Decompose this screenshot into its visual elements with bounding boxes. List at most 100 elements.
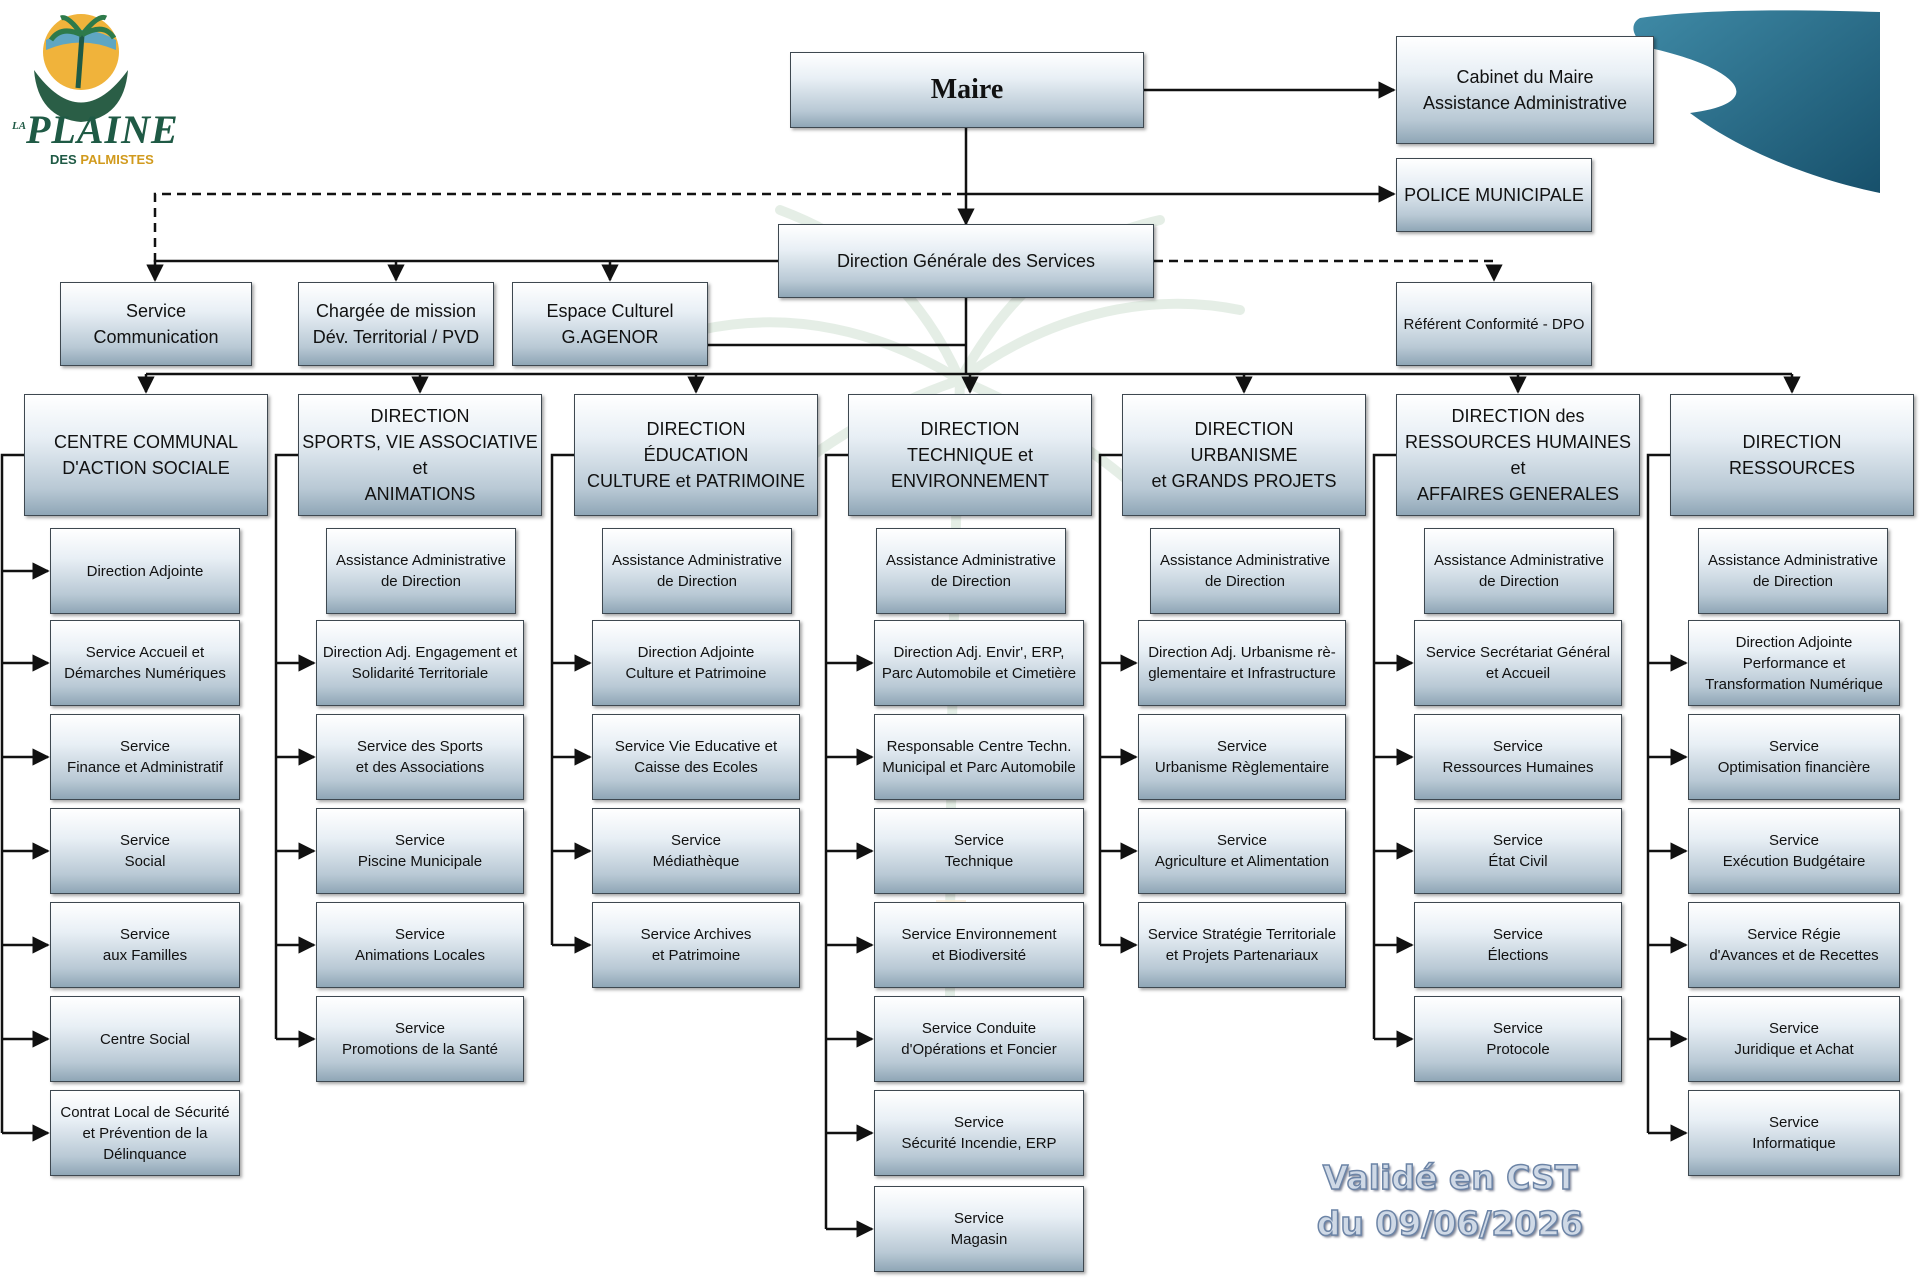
service-box-7-5[interactable]: Service Régie d'Avances et de Recettes (1688, 902, 1900, 988)
connector-line-46 (1098, 453, 1122, 945)
service-box-3-4[interactable]: Service Médiathèque (592, 808, 800, 894)
service-box-4-8[interactable]: Service Magasin (874, 1186, 1084, 1272)
connector-line-8 (1154, 259, 1503, 282)
service-box-1-7-label: Contrat Local de Sécurité et Prévention … (60, 1103, 230, 1163)
service-box-1-3[interactable]: Service Finance et Administratif (50, 714, 240, 800)
service-box-2-1[interactable]: Assistance Administrative de Direction (326, 528, 516, 614)
service-box-6-6[interactable]: Service Protocole (1414, 996, 1622, 1082)
service-box-7-6[interactable]: Service Juridique et Achat (1688, 996, 1900, 1082)
service-box-6-3[interactable]: Service Ressources Humaines (1414, 714, 1622, 800)
direction-header-6[interactable]: DIRECTION des RESSOURCES HUMAINES et AFF… (1396, 394, 1640, 516)
service-box-1-7[interactable]: Contrat Local de Sécurité et Prévention … (50, 1090, 240, 1176)
validation-line-1: Validé en CST (1322, 1157, 1578, 1198)
service-box-4-1[interactable]: Assistance Administrative de Direction (876, 528, 1066, 614)
maire-box[interactable]: Maire (790, 52, 1144, 128)
dgs-box[interactable]: Direction Générale des Services (778, 224, 1154, 298)
espace-culturel-label: Espace Culturel G.AGENOR (546, 301, 674, 347)
service-box-5-3[interactable]: Service Urbanisme Règlementaire (1138, 714, 1346, 800)
service-box-4-7[interactable]: Service Sécurité Incendie, ERP (874, 1090, 1084, 1176)
logo-emblem (34, 14, 128, 122)
service-box-7-5-label: Service Régie d'Avances et de Recettes (1709, 926, 1879, 964)
direction-header-3[interactable]: DIRECTION ÉDUCATION CULTURE et PATRIMOIN… (574, 394, 818, 516)
service-box-5-1-label: Assistance Administrative de Direction (1159, 552, 1331, 590)
service-box-1-4[interactable]: Service Social (50, 808, 240, 894)
service-box-2-1-label: Assistance Administrative de Direction (335, 552, 507, 590)
service-box-1-3-label: Service Finance et Administratif (67, 738, 223, 776)
service-box-3-5[interactable]: Service Archives et Patrimoine (592, 902, 800, 988)
service-box-2-3[interactable]: Service des Sports et des Associations (316, 714, 524, 800)
service-box-3-5-label: Service Archives et Patrimoine (640, 926, 752, 964)
connector-line-38 (824, 453, 848, 1229)
service-box-3-4-label: Service Médiathèque (652, 832, 740, 870)
service-box-2-5[interactable]: Service Animations Locales (316, 902, 524, 988)
chargee-mission-box[interactable]: Chargée de mission Dév. Territorial / PV… (298, 282, 494, 366)
service-box-2-4-label: Service Piscine Municipale (357, 832, 483, 870)
service-box-7-2[interactable]: Direction Adjointe Performance et Transf… (1688, 620, 1900, 706)
service-box-6-6-label: Service Protocole (1486, 1020, 1550, 1058)
direction-header-5[interactable]: DIRECTION URBANISME et GRANDS PROJETS (1122, 394, 1366, 516)
service-box-3-1-label: Assistance Administrative de Direction (611, 552, 783, 590)
service-box-3-3[interactable]: Service Vie Educative et Caisse des Ecol… (592, 714, 800, 800)
service-box-1-2[interactable]: Service Accueil et Démarches Numériques (50, 620, 240, 706)
service-box-3-1[interactable]: Assistance Administrative de Direction (602, 528, 792, 614)
service-box-4-6-label: Service Conduite d'Opérations et Foncier (901, 1020, 1057, 1058)
service-box-6-2[interactable]: Service Secrétariat Général et Accueil (1414, 620, 1622, 706)
maire-label: Maire (930, 74, 1004, 105)
direction-header-1[interactable]: CENTRE COMMUNAL D'ACTION SOCIALE (24, 394, 268, 516)
service-box-2-4[interactable]: Service Piscine Municipale (316, 808, 524, 894)
service-box-1-5[interactable]: Service aux Familles (50, 902, 240, 988)
direction-header-7[interactable]: DIRECTION RESSOURCES (1670, 394, 1914, 516)
service-box-6-1-label: Assistance Administrative de Direction (1433, 552, 1605, 590)
service-box-1-1[interactable]: Direction Adjointe (50, 528, 240, 614)
service-box-7-3[interactable]: Service Optimisation financière (1688, 714, 1900, 800)
service-box-2-6[interactable]: Service Promotions de la Santé (316, 996, 524, 1082)
direction-header-4[interactable]: DIRECTION TECHNIQUE et ENVIRONNEMENT (848, 394, 1092, 516)
service-box-3-3-label: Service Vie Educative et Caisse des Ecol… (614, 738, 778, 776)
decorative-wave-shape (1633, 10, 1880, 194)
service-box-4-5-label: Service Environnement et Biodiversité (901, 926, 1057, 964)
communication-box[interactable]: Service Communication (60, 282, 252, 366)
logo-prefix: LA (12, 120, 27, 132)
service-box-6-5[interactable]: Service Élections (1414, 902, 1622, 988)
service-box-3-2[interactable]: Direction Adjointe Culture et Patrimoine (592, 620, 800, 706)
service-box-1-2-label: Service Accueil et Démarches Numériques (64, 644, 226, 682)
validation-line-2: du 09/06/2026 (1316, 1203, 1584, 1244)
direction-header-2[interactable]: DIRECTION SPORTS, VIE ASSOCIATIVE et ANI… (298, 394, 542, 516)
service-box-7-4[interactable]: Service Exécution Budgétaire (1688, 808, 1900, 894)
service-box-7-1-label: Assistance Administrative de Direction (1707, 552, 1879, 590)
service-box-4-2-label: Direction Adj. Envir', ERP, Parc Automob… (881, 644, 1077, 682)
chargee-mission-label: Chargée de mission Dév. Territorial / PV… (312, 301, 480, 347)
connector-line-33 (550, 453, 574, 945)
service-box-2-2[interactable]: Direction Adj. Engagement et Solidarité … (316, 620, 524, 706)
service-box-4-3[interactable]: Responsable Centre Techn. Municipal et P… (874, 714, 1084, 800)
service-box-7-1[interactable]: Assistance Administrative de Direction (1698, 528, 1888, 614)
direction-header-4-label: DIRECTION TECHNIQUE et ENVIRONNEMENT (890, 419, 1049, 491)
direction-header-2-label: DIRECTION SPORTS, VIE ASSOCIATIVE et ANI… (302, 406, 538, 504)
service-box-6-5-label: Service Élections (1487, 926, 1549, 964)
service-box-6-1[interactable]: Assistance Administrative de Direction (1424, 528, 1614, 614)
service-box-5-4[interactable]: Service Agriculture et Alimentation (1138, 808, 1346, 894)
service-box-7-6-label: Service Juridique et Achat (1734, 1020, 1854, 1058)
service-box-4-6[interactable]: Service Conduite d'Opérations et Foncier (874, 996, 1084, 1082)
service-box-5-2-label: Direction Adj. Urbanisme rè- glementaire… (1148, 644, 1336, 682)
service-box-6-3-label: Service Ressources Humaines (1442, 738, 1594, 776)
service-box-6-4[interactable]: Service État Civil (1414, 808, 1622, 894)
service-box-5-2[interactable]: Direction Adj. Urbanisme rè- glementaire… (1138, 620, 1346, 706)
police-box[interactable]: POLICE MUNICIPALE (1396, 158, 1592, 232)
cabinet-box[interactable]: Cabinet du Maire Assistance Administrati… (1396, 36, 1654, 144)
service-box-4-5[interactable]: Service Environnement et Biodiversité (874, 902, 1084, 988)
service-box-1-6[interactable]: Centre Social (50, 996, 240, 1082)
service-box-4-2[interactable]: Direction Adj. Envir', ERP, Parc Automob… (874, 620, 1084, 706)
service-box-7-3-label: Service Optimisation financière (1717, 738, 1871, 776)
service-box-4-4[interactable]: Service Technique (874, 808, 1084, 894)
espace-culturel-box[interactable]: Espace Culturel G.AGENOR (512, 282, 708, 366)
service-box-5-5[interactable]: Service Stratégie Territoriale et Projet… (1138, 902, 1346, 988)
direction-header-6-label: DIRECTION des RESSOURCES HUMAINES et AFF… (1404, 406, 1632, 504)
direction-header-5-label: DIRECTION URBANISME et GRANDS PROJETS (1151, 419, 1337, 491)
service-box-4-8-label: Service Magasin (950, 1210, 1008, 1248)
service-box-5-1[interactable]: Assistance Administrative de Direction (1150, 528, 1340, 614)
dpo-box[interactable]: Référent Conformité - DPO (1396, 282, 1592, 366)
service-box-7-7[interactable]: Service Informatique (1688, 1090, 1900, 1176)
service-box-2-5-label: Service Animations Locales (354, 926, 486, 964)
